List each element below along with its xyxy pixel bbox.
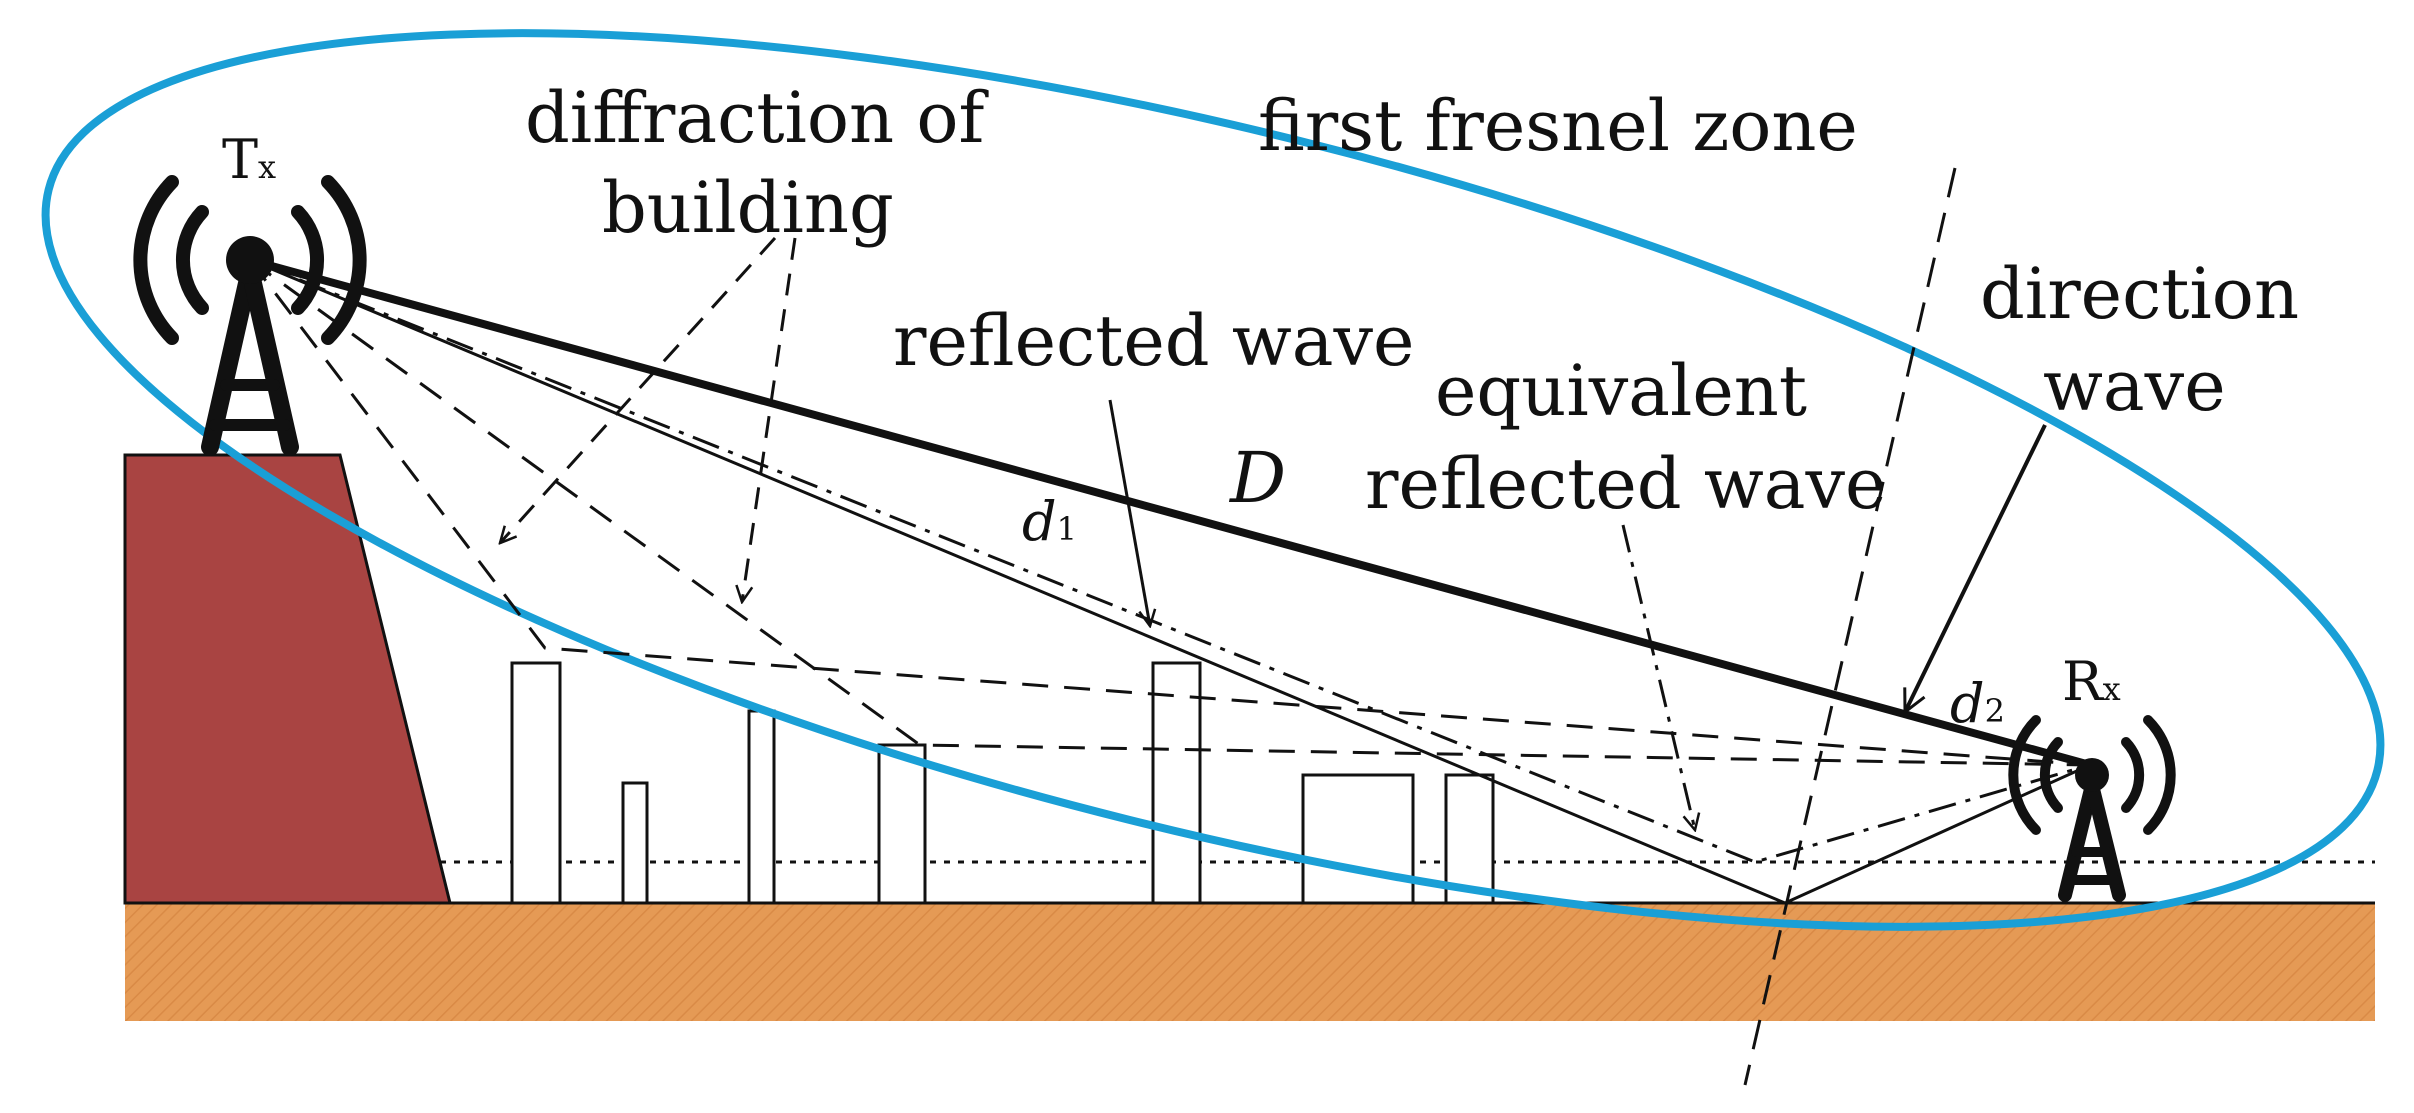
diffraction-arrow — [500, 236, 777, 543]
equivalent-reflected-wave-label-line1: equivalent — [1435, 350, 1807, 432]
direct-distance-label: D — [1228, 437, 1286, 519]
tx-label: Tx — [222, 128, 276, 191]
building — [1444, 773, 1495, 905]
perpendicular-dashed-line — [1743, 167, 1957, 1086]
d1-label: d1 — [1022, 490, 1077, 553]
building — [621, 781, 649, 905]
direction-wave-arrow — [1903, 424, 2047, 712]
building — [877, 743, 927, 905]
reflected-wave-path — [249, 258, 2091, 905]
diffraction-arrow — [742, 237, 797, 602]
direct-wave-line — [248, 256, 2092, 769]
transmitter-hill — [123, 453, 452, 905]
fresnel-zone-label: first fresnel zone — [1258, 85, 1858, 167]
building — [747, 709, 776, 905]
reflected-wave-arrow — [1108, 399, 1150, 626]
equivalent-reflected-wave-label-line2: reflected wave — [1365, 443, 1886, 525]
diffraction-label-line2: building — [602, 167, 894, 249]
rx-label: Rx — [2062, 650, 2121, 713]
annotation-arrows — [500, 236, 2047, 830]
equivalent-reflected-wave-arrow — [1621, 524, 1695, 830]
diffraction-path — [248, 259, 2091, 767]
receiver-antenna-icon — [2008, 715, 2176, 902]
building — [1301, 773, 1415, 905]
direction-wave-label-line1: direction — [1980, 253, 2299, 335]
diffraction-label-line1: diffraction of — [525, 77, 989, 159]
d2-label: d2 — [1950, 672, 2005, 735]
equivalent-reflected-wave-path — [249, 258, 2091, 864]
diffraction-path — [249, 258, 2091, 767]
transmitter-antenna-icon — [133, 175, 367, 456]
diffraction-paths — [248, 258, 2091, 767]
building — [510, 661, 562, 905]
building — [1151, 661, 1202, 905]
direction-wave-label-line2: wave — [2043, 345, 2226, 427]
buildings — [510, 661, 1495, 905]
reflected-wave-label: reflected wave — [893, 300, 1414, 382]
